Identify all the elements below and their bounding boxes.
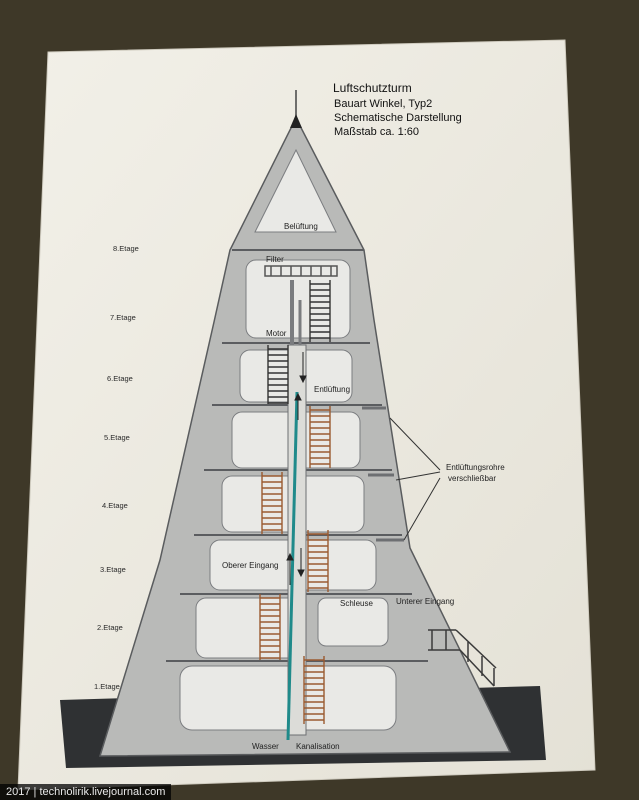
label-motor: Motor: [266, 329, 287, 338]
label-schleuse: Schleuse: [340, 599, 373, 608]
floor-label-8: 8.Etage: [113, 244, 139, 253]
ladder: [261, 472, 283, 534]
flow-arrows: [286, 352, 307, 585]
label-entlueftungsrohre: Entlüftungsrohre: [446, 463, 505, 472]
label-verschliessbar: verschließbar: [448, 474, 496, 483]
outside-stairs: [428, 629, 497, 687]
callout-lines: [389, 417, 441, 541]
label-unterer-eingang: Unterer Eingang: [396, 597, 454, 606]
subtitle-line-3: Maßstab ca. 1:60: [334, 126, 419, 138]
ladder: [307, 530, 329, 592]
label-entlueftung: Entlüftung: [314, 385, 350, 394]
floor-label-6: 6.Etage: [107, 374, 133, 383]
ladder: [309, 280, 331, 342]
ladder: [259, 594, 281, 660]
floor-label-5: 5.Etage: [104, 433, 130, 442]
label-oberer-eingang: Oberer Eingang: [222, 561, 278, 570]
floor-label-3: 3.Etage: [100, 565, 126, 574]
label-kanalisation: Kanalisation: [296, 742, 340, 751]
water-pipe: [286, 391, 299, 741]
ladder: [303, 656, 325, 724]
central-shaft: [287, 344, 307, 736]
floor-label-4: 4.Etage: [102, 501, 128, 510]
ladder: [309, 406, 331, 468]
label-belueftung: Belüftung: [284, 222, 318, 231]
floor-label-1: 1.Etage: [94, 682, 120, 691]
label-wasser: Wasser: [252, 742, 279, 751]
subtitle-line-1: Bauart Winkel, Typ2: [334, 98, 432, 110]
vent-pipes: [362, 406, 404, 542]
spire-tip: [290, 114, 302, 128]
watermark: 2017 | technolirik.livejournal.com: [0, 784, 172, 800]
floor-label-7: 7.Etage: [110, 313, 136, 322]
diagram-title: Luftschutzturm: [333, 81, 412, 95]
ladders: [259, 280, 331, 724]
label-filter: Filter: [266, 255, 284, 264]
filter-unit: [264, 265, 338, 277]
floor-label-2: 2.Etage: [97, 623, 123, 632]
subtitle-line-2: Schematische Darstellung: [334, 112, 462, 124]
ladder: [267, 345, 289, 404]
